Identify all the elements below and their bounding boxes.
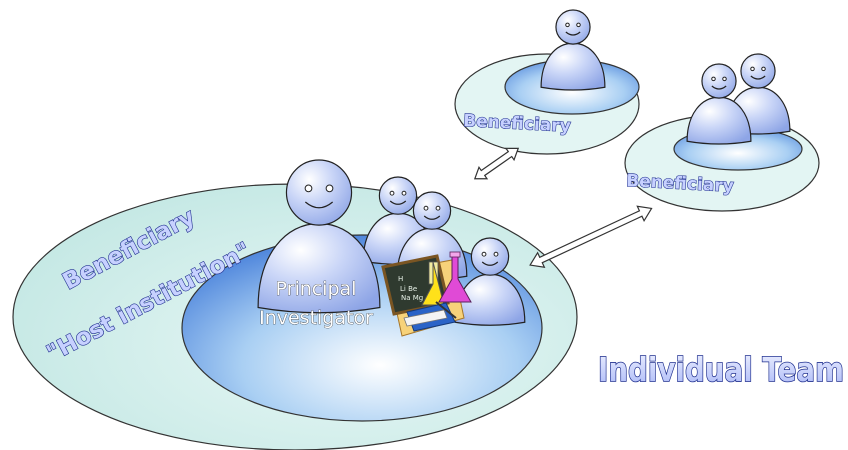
svg-text:Li Be: Li Be (400, 285, 417, 293)
double-arrow-icon (473, 147, 520, 180)
svg-text:H: H (398, 275, 403, 283)
beneficiary-right-person-front-icon (686, 63, 752, 145)
team-member-icon (454, 237, 526, 326)
double-arrow-icon (529, 205, 653, 269)
beneficiary-top-person-icon (540, 9, 606, 91)
science-clipart-icon: H Li Be Na Mg (381, 251, 472, 337)
pi-label-line2: Investigator (259, 307, 373, 329)
principal-investigator-icon (257, 159, 381, 314)
diagram-title: Individual Team (598, 350, 844, 389)
pi-label-line1: Principal (276, 278, 357, 300)
beneficiary-right-label: Beneficiary (626, 171, 734, 197)
svg-text:Na Mg: Na Mg (401, 294, 423, 302)
beneficiary-right-group (624, 114, 820, 212)
